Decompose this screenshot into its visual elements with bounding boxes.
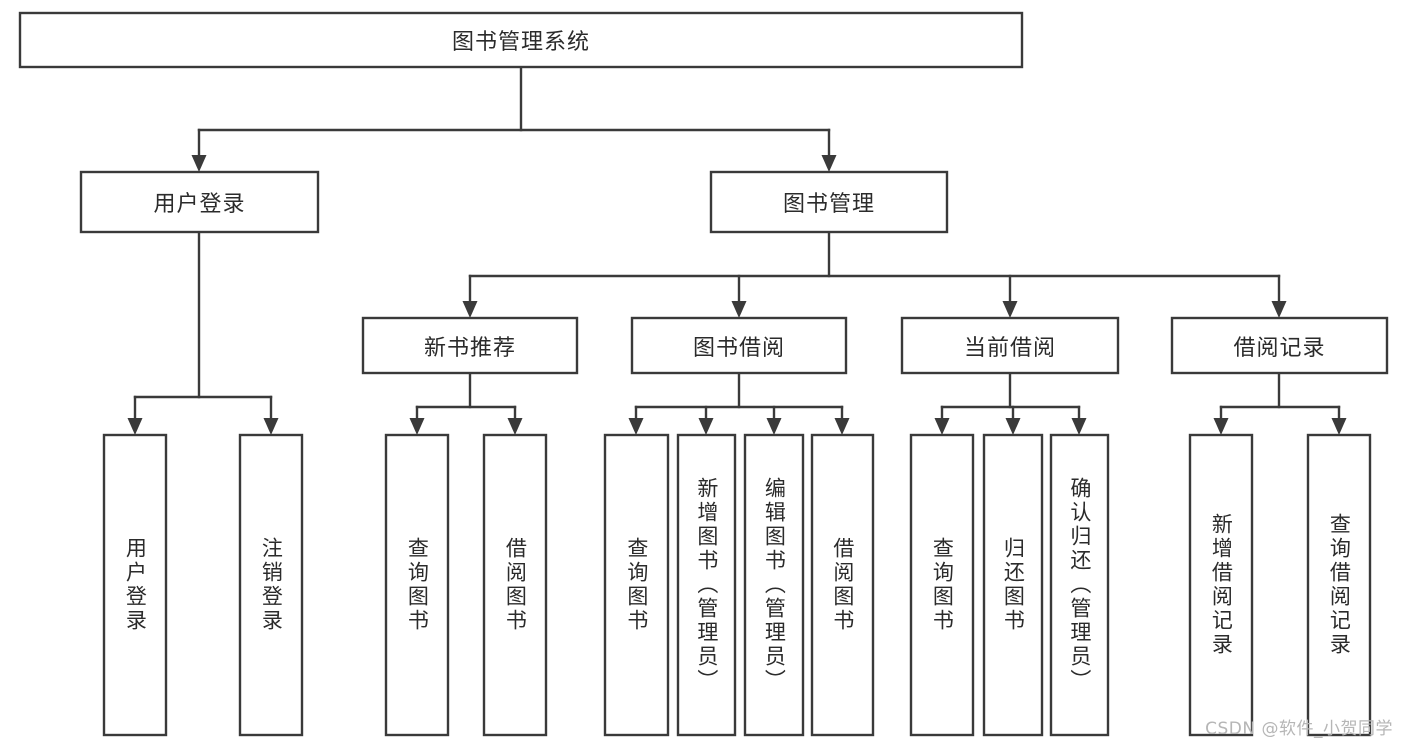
- node-leaf-query-book-2-box[interactable]: [603, 433, 670, 737]
- node-leaf-confirm-return-box[interactable]: [1049, 433, 1110, 737]
- arrow-head-icon: [127, 418, 143, 435]
- node-leaf-borrow-book-1-box[interactable]: [482, 433, 548, 737]
- node-book-manage-box[interactable]: [709, 170, 949, 234]
- arrow-head-icon: [834, 418, 850, 435]
- node-borrow-record-box[interactable]: [1170, 316, 1389, 375]
- arrow-head-icon: [934, 418, 950, 435]
- arrow-head-icon: [1071, 418, 1087, 435]
- node-leaf-borrow-book-2-box[interactable]: [810, 433, 875, 737]
- arrow-head-icon: [263, 418, 279, 435]
- node-leaf-query-record-box[interactable]: [1306, 433, 1372, 737]
- arrow-head-icon: [821, 155, 837, 172]
- node-leaf-query-book-1-box[interactable]: [384, 433, 450, 737]
- node-leaf-user-logout-box[interactable]: [238, 433, 304, 737]
- arrow-head-icon: [628, 418, 644, 435]
- edges-layer: [127, 65, 1347, 435]
- node-leaf-return-book-box[interactable]: [982, 433, 1044, 737]
- arrow-head-icon: [731, 301, 747, 318]
- node-current-borrow-box[interactable]: [900, 316, 1120, 375]
- arrow-head-icon: [1331, 418, 1347, 435]
- node-leaf-add-record-box[interactable]: [1188, 433, 1254, 737]
- node-leaf-edit-book-box[interactable]: [743, 433, 805, 737]
- arrow-head-icon: [462, 301, 478, 318]
- arrow-head-icon: [1213, 418, 1229, 435]
- node-leaf-user-login-box[interactable]: [102, 433, 168, 737]
- arrow-head-icon: [698, 418, 714, 435]
- node-leaf-query-book-3-box[interactable]: [909, 433, 975, 737]
- arrow-head-icon: [191, 155, 207, 172]
- arrow-head-icon: [409, 418, 425, 435]
- arrow-head-icon: [507, 418, 523, 435]
- node-leaf-add-book-box[interactable]: [676, 433, 737, 737]
- arrow-head-icon: [1271, 301, 1287, 318]
- node-user-login-box[interactable]: [79, 170, 320, 234]
- node-new-book-rec-box[interactable]: [361, 316, 579, 375]
- arrow-head-icon: [1005, 418, 1021, 435]
- node-book-borrow-box[interactable]: [630, 316, 848, 375]
- arrow-head-icon: [1002, 301, 1018, 318]
- root-node-图书管理系统-box[interactable]: [18, 11, 1024, 69]
- arrow-head-icon: [766, 418, 782, 435]
- boxes-layer: [18, 11, 1389, 737]
